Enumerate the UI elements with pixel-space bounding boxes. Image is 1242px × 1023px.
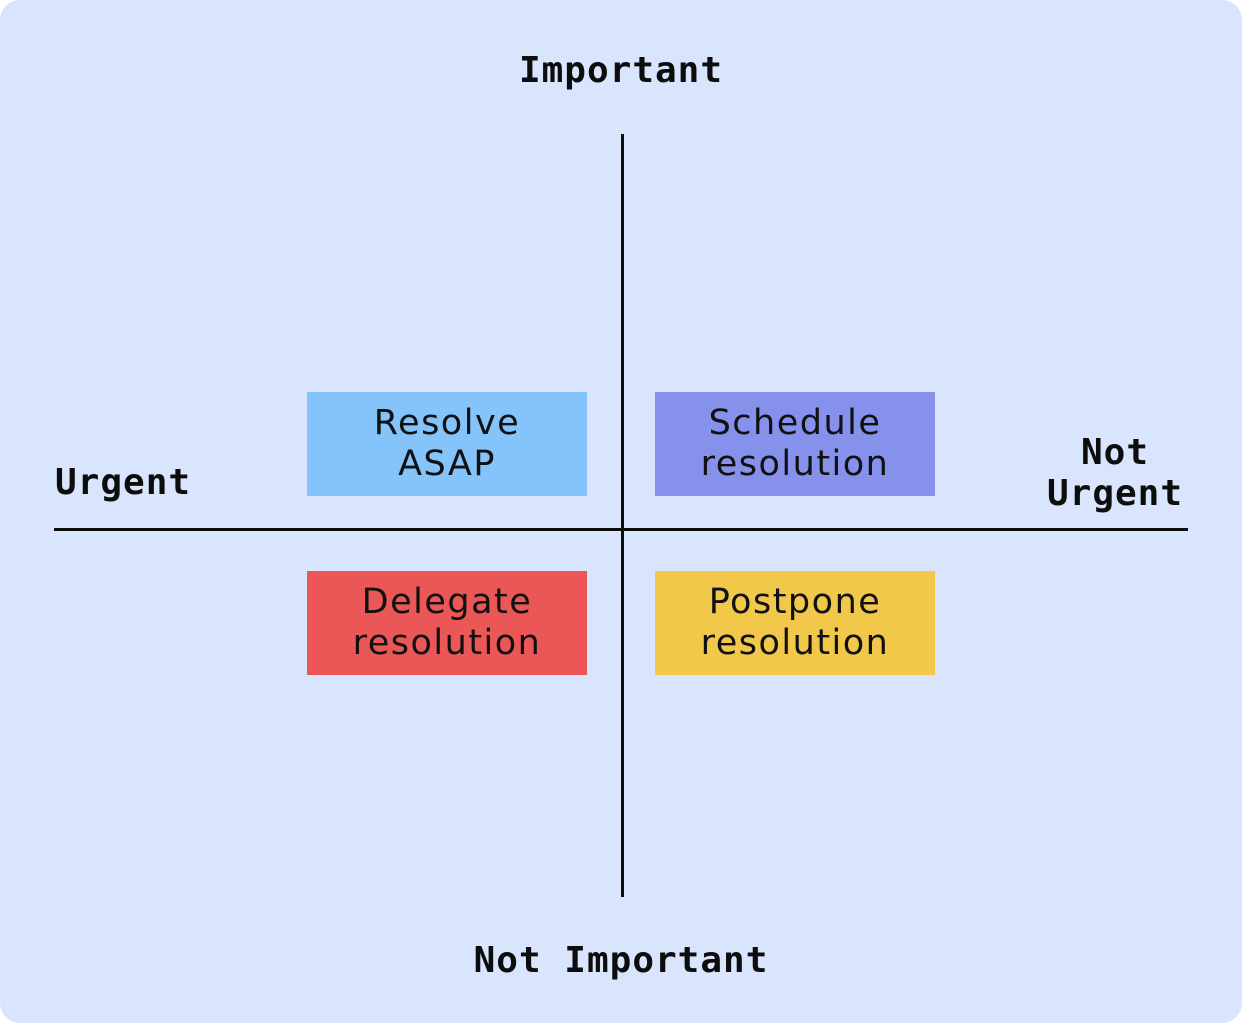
quadrant-box-schedule-resolution: Schedule resolution (655, 392, 935, 496)
axis-label-not-urgent: Not Urgent (1046, 432, 1184, 514)
quadrant-label: Postpone resolution (700, 582, 890, 663)
quadrant-label: Resolve ASAP (373, 403, 521, 484)
quadrant-label: Delegate resolution (352, 582, 542, 663)
quadrant-label: Schedule resolution (700, 403, 890, 484)
quadrant-box-delegate-resolution: Delegate resolution (307, 571, 587, 675)
vertical-axis-line (621, 134, 624, 897)
axis-label-urgent: Urgent (55, 462, 192, 503)
quadrant-box-resolve-asap: Resolve ASAP (307, 392, 587, 496)
axis-label-not-important: Not Important (473, 940, 769, 981)
horizontal-axis-line (54, 528, 1188, 531)
quadrant-box-postpone-resolution: Postpone resolution (655, 571, 935, 675)
axis-label-important: Important (518, 50, 724, 91)
